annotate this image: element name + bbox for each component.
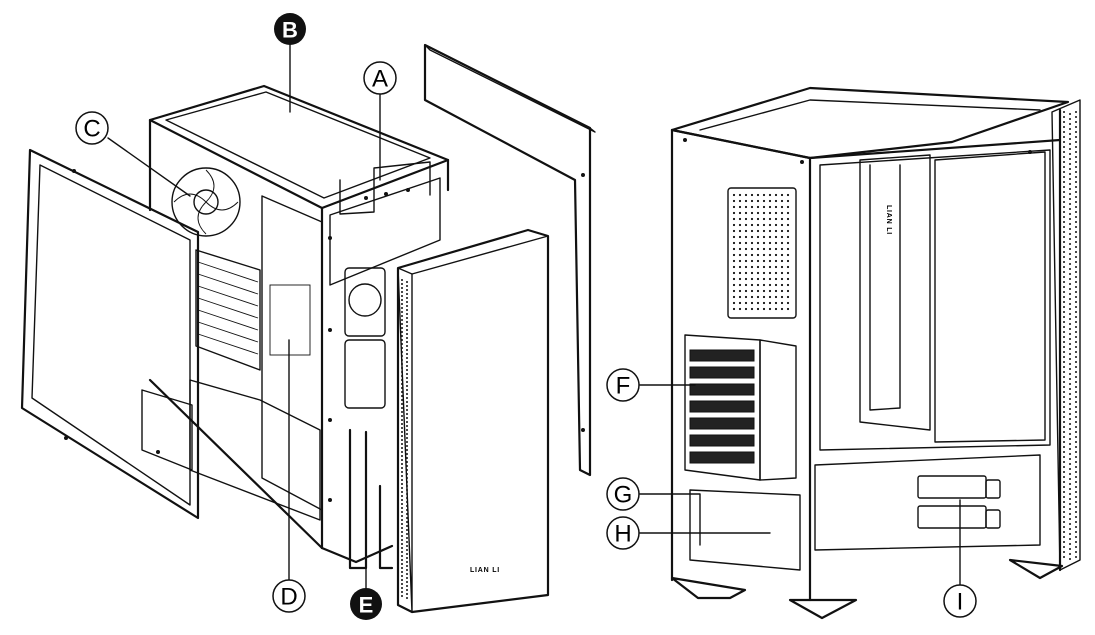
callout-b: B (274, 13, 306, 45)
callout-e-label: E (359, 593, 374, 618)
callout-g-label: G (614, 482, 633, 509)
interior-brand-logo: LIAN LI (885, 205, 892, 235)
callout-a-label: A (372, 66, 388, 93)
rear-fan-grill (727, 187, 797, 319)
right-side-panel (423, 43, 596, 477)
leader-line-c (107, 137, 191, 197)
callout-c: C (75, 111, 109, 145)
case-chassis (141, 118, 450, 564)
callout-i-label: I (957, 589, 964, 616)
front-panel: LIAN LI (396, 228, 550, 614)
callout-h: H (606, 516, 640, 550)
callout-f: F (606, 368, 640, 402)
callout-b-label: B (282, 18, 298, 43)
callout-f-label: F (616, 373, 631, 400)
callout-g: G (606, 477, 640, 511)
callout-a: A (363, 61, 397, 95)
left-glass-side-panel (20, 148, 200, 520)
left-case-exploded-view: LIAN LI A B C D E (20, 13, 596, 620)
leader-line-g (639, 493, 701, 546)
callout-h-label: H (614, 521, 631, 548)
callout-d: D (272, 579, 306, 613)
callout-i: I (943, 584, 977, 618)
callout-c-label: C (83, 116, 100, 143)
front-panel-brand-logo: LIAN LI (470, 567, 500, 574)
callout-e: E (350, 588, 382, 620)
right-case-rear-view: LIAN LI F G H (606, 86, 1081, 620)
callout-d-label: D (280, 584, 297, 611)
rear-case-top (670, 86, 1070, 160)
